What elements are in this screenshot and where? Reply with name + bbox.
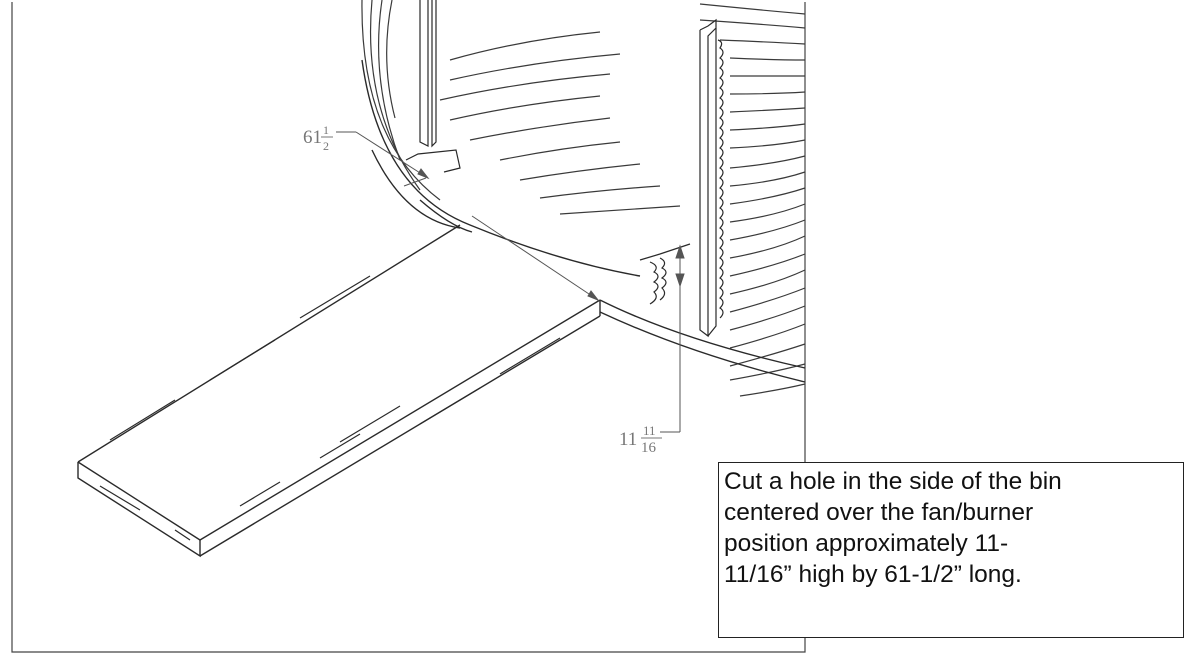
cut-hole-outline xyxy=(405,149,691,305)
plank-detail-lines xyxy=(99,275,561,541)
instruction-callout: Cut a hole in the side of the bin center… xyxy=(718,462,1184,638)
left-stiffener xyxy=(419,0,437,148)
length-denominator: 2 xyxy=(323,139,329,153)
height-label: 11 11 16 xyxy=(619,423,662,456)
length-whole: 61 xyxy=(303,127,322,148)
callout-line-4: 11/16” high by 61-1/2” long. xyxy=(724,561,1022,588)
length-numerator: 1 xyxy=(323,123,329,137)
callout-line-3: position approximately 11- xyxy=(724,530,1009,557)
length-dimension xyxy=(336,131,600,302)
callout-line-2: centered over the fan/burner xyxy=(724,499,1034,526)
length-label: 61 1 2 xyxy=(303,123,333,153)
height-denominator: 16 xyxy=(641,440,657,456)
bin-wall-corrugations xyxy=(361,0,806,397)
height-whole: 11 xyxy=(619,429,637,450)
callout-line-1: Cut a hole in the side of the bin xyxy=(724,468,1062,495)
drawing-frame xyxy=(11,2,806,653)
height-numerator: 11 xyxy=(643,423,656,438)
bin-base-curves xyxy=(361,59,806,383)
floor-plank xyxy=(77,224,601,558)
height-dimension xyxy=(660,244,685,433)
right-stiffener xyxy=(699,18,724,338)
